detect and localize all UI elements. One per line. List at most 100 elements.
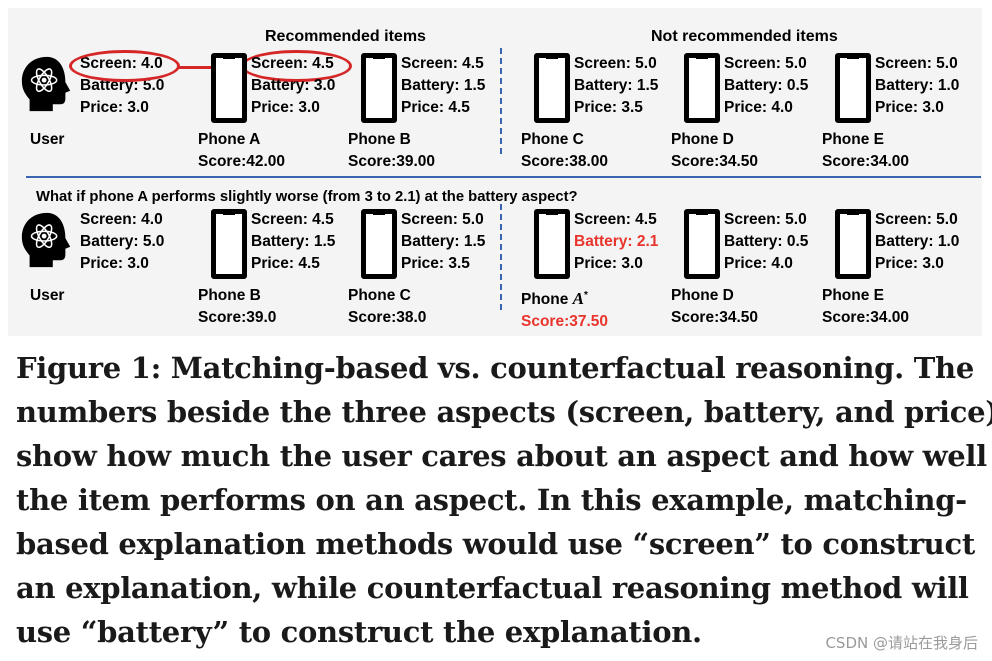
phone-e-battery: Battery: 1.0 [875,77,960,94]
caption-line: use “battery” to construct the explanati… [16,615,702,649]
caption-line: show how much the user cares about an as… [16,439,987,473]
phone-d-name: Phone D [671,131,734,148]
phone-d-screen: Screen: 5.0 [724,211,807,228]
phone-c-label-bottom: Phone C Score:38.0 [348,285,426,329]
phone-e-attributes: Screen: 5.0 Battery: 1.0 Price: 3.0 [875,53,959,119]
phone-c-label: Phone C Score:38.00 [521,129,608,173]
phone-d-name: Phone D [671,287,734,304]
phone-c-battery: Battery: 1.5 [574,77,659,94]
phone-a-star-screen: Screen: 4.5 [574,211,657,228]
smartphone-icon [684,209,720,279]
phone-d-label-bottom: Phone D Score:34.50 [671,285,758,329]
watermark: CSDN @请站在我身后 [825,634,978,652]
smartphone-icon [211,53,247,123]
phone-a-star-price: Price: 3.0 [574,255,643,272]
phone-d-attributes-bottom: Screen: 5.0 Battery: 0.5 Price: 4.0 [724,209,808,275]
phone-b-price: Price: 4.5 [251,255,320,272]
phone-e-name: Phone E [822,131,885,148]
phone-c-score: Score:38.0 [348,309,427,326]
phone-a-attributes: Screen: 4.5 Battery: 3.0 Price: 3.0 [251,53,335,119]
smartphone-icon [361,53,397,123]
phone-a-battery: Battery: 3.0 [251,77,336,94]
phone-d-attributes: Screen: 5.0 Battery: 0.5 Price: 4.0 [724,53,808,119]
user-screen: Screen: 4.0 [80,211,163,228]
caption-line: numbers beside the three aspects (screen… [16,395,992,429]
caption-line: based explanation methods would use “scr… [16,527,975,561]
caption-line: the item performs on an aspect. In this … [16,483,967,517]
phone-c-attributes-bottom: Screen: 5.0 Battery: 1.5 Price: 3.5 [401,209,485,275]
phone-e-price: Price: 3.0 [875,255,944,272]
phone-a-star-attributes: Screen: 4.5 Battery: 2.1 Price: 3.0 [574,209,658,275]
phone-b-label: Phone B Score:39.00 [348,129,435,173]
phone-e-screen: Screen: 5.0 [875,211,958,228]
smartphone-icon [211,209,247,279]
phone-d-screen: Screen: 5.0 [724,55,807,72]
header-not-recommended-items: Not recommended items [651,28,838,45]
phone-c-price: Price: 3.5 [574,99,643,116]
phone-b-score: Score:39.0 [198,309,277,326]
phone-e-label-bottom: Phone E Score:34.00 [822,285,909,329]
phone-c-name: Phone C [348,287,411,304]
smartphone-icon [361,209,397,279]
smartphone-icon [835,53,871,123]
phone-d-score: Score:34.50 [671,309,759,326]
phone-b-attributes: Screen: 4.5 Battery: 1.5 Price: 4.5 [401,53,485,119]
phone-a-star-label: Phone A* Score:37.50 [521,285,608,333]
phone-d-label: Phone D Score:34.50 [671,129,758,173]
phone-c-name: Phone C [521,131,584,148]
phone-b-label-bottom: Phone B Score:39.0 [198,285,276,329]
phone-e-battery: Battery: 1.0 [875,233,960,250]
user-head-icon [21,56,71,112]
smartphone-icon [684,53,720,123]
phone-c-price: Price: 3.5 [401,255,470,272]
header-recommended-items: Recommended items [265,28,426,45]
phone-a-star-score: Score:37.50 [521,313,609,331]
smartphone-icon [835,209,871,279]
user-label-top: User [30,131,65,148]
phone-a-star-name: Phone A* [521,285,608,311]
user-head-icon [21,212,71,268]
section-divider-line [26,176,981,178]
counterfactual-question: What if phone A performs slightly worse … [36,189,578,205]
user-attributes-bottom: Screen: 4.0 Battery: 5.0 Price: 3.0 [80,209,164,275]
phone-e-label: Phone E Score:34.00 [822,129,909,173]
phone-d-price: Price: 4.0 [724,255,793,272]
phone-b-score: Score:39.00 [348,153,436,170]
phone-e-price: Price: 3.0 [875,99,944,116]
user-price: Price: 3.0 [80,255,149,272]
phone-a-star-name-var: A [572,289,585,309]
phone-d-battery: Battery: 0.5 [724,233,809,250]
figure-panel: Recommended items Not recommended items … [8,8,982,336]
phone-b-attributes-bottom: Screen: 4.5 Battery: 1.5 Price: 4.5 [251,209,335,275]
user-battery: Battery: 5.0 [80,77,165,94]
phone-b-screen: Screen: 4.5 [401,55,484,72]
phone-a-label: Phone A Score:42.00 [198,129,285,173]
phone-b-screen: Screen: 4.5 [251,211,334,228]
phone-a-star-name-prefix: Phone [521,291,573,309]
caption-line: Figure 1: Matching-based vs. counterfact… [16,351,974,385]
user-battery: Battery: 5.0 [80,233,165,250]
phone-c-attributes: Screen: 5.0 Battery: 1.5 Price: 3.5 [574,53,658,119]
phone-b-name: Phone B [198,287,261,304]
figure-caption: Figure 1: Matching-based vs. counterfact… [16,346,992,654]
caption-line: an explanation, while counterfactual rea… [16,571,969,605]
phone-e-score: Score:34.00 [822,309,910,326]
phone-b-name: Phone B [348,131,411,148]
phone-d-battery: Battery: 0.5 [724,77,809,94]
phone-b-battery: Battery: 1.5 [251,233,336,250]
phone-b-battery: Battery: 1.5 [401,77,486,94]
phone-a-name: Phone A [198,131,261,148]
phone-e-score: Score:34.00 [822,153,910,170]
phone-d-score: Score:34.50 [671,153,759,170]
phone-a-price: Price: 3.0 [251,99,320,116]
user-label-bottom: User [30,287,65,304]
phone-c-battery: Battery: 1.5 [401,233,486,250]
phone-e-attributes-bottom: Screen: 5.0 Battery: 1.0 Price: 3.0 [875,209,959,275]
recommended-divider [500,204,502,310]
smartphone-icon [534,209,570,279]
phone-e-name: Phone E [822,287,885,304]
phone-d-price: Price: 4.0 [724,99,793,116]
user-price: Price: 3.0 [80,99,149,116]
phone-c-score: Score:38.00 [521,153,609,170]
phone-c-screen: Screen: 5.0 [401,211,484,228]
